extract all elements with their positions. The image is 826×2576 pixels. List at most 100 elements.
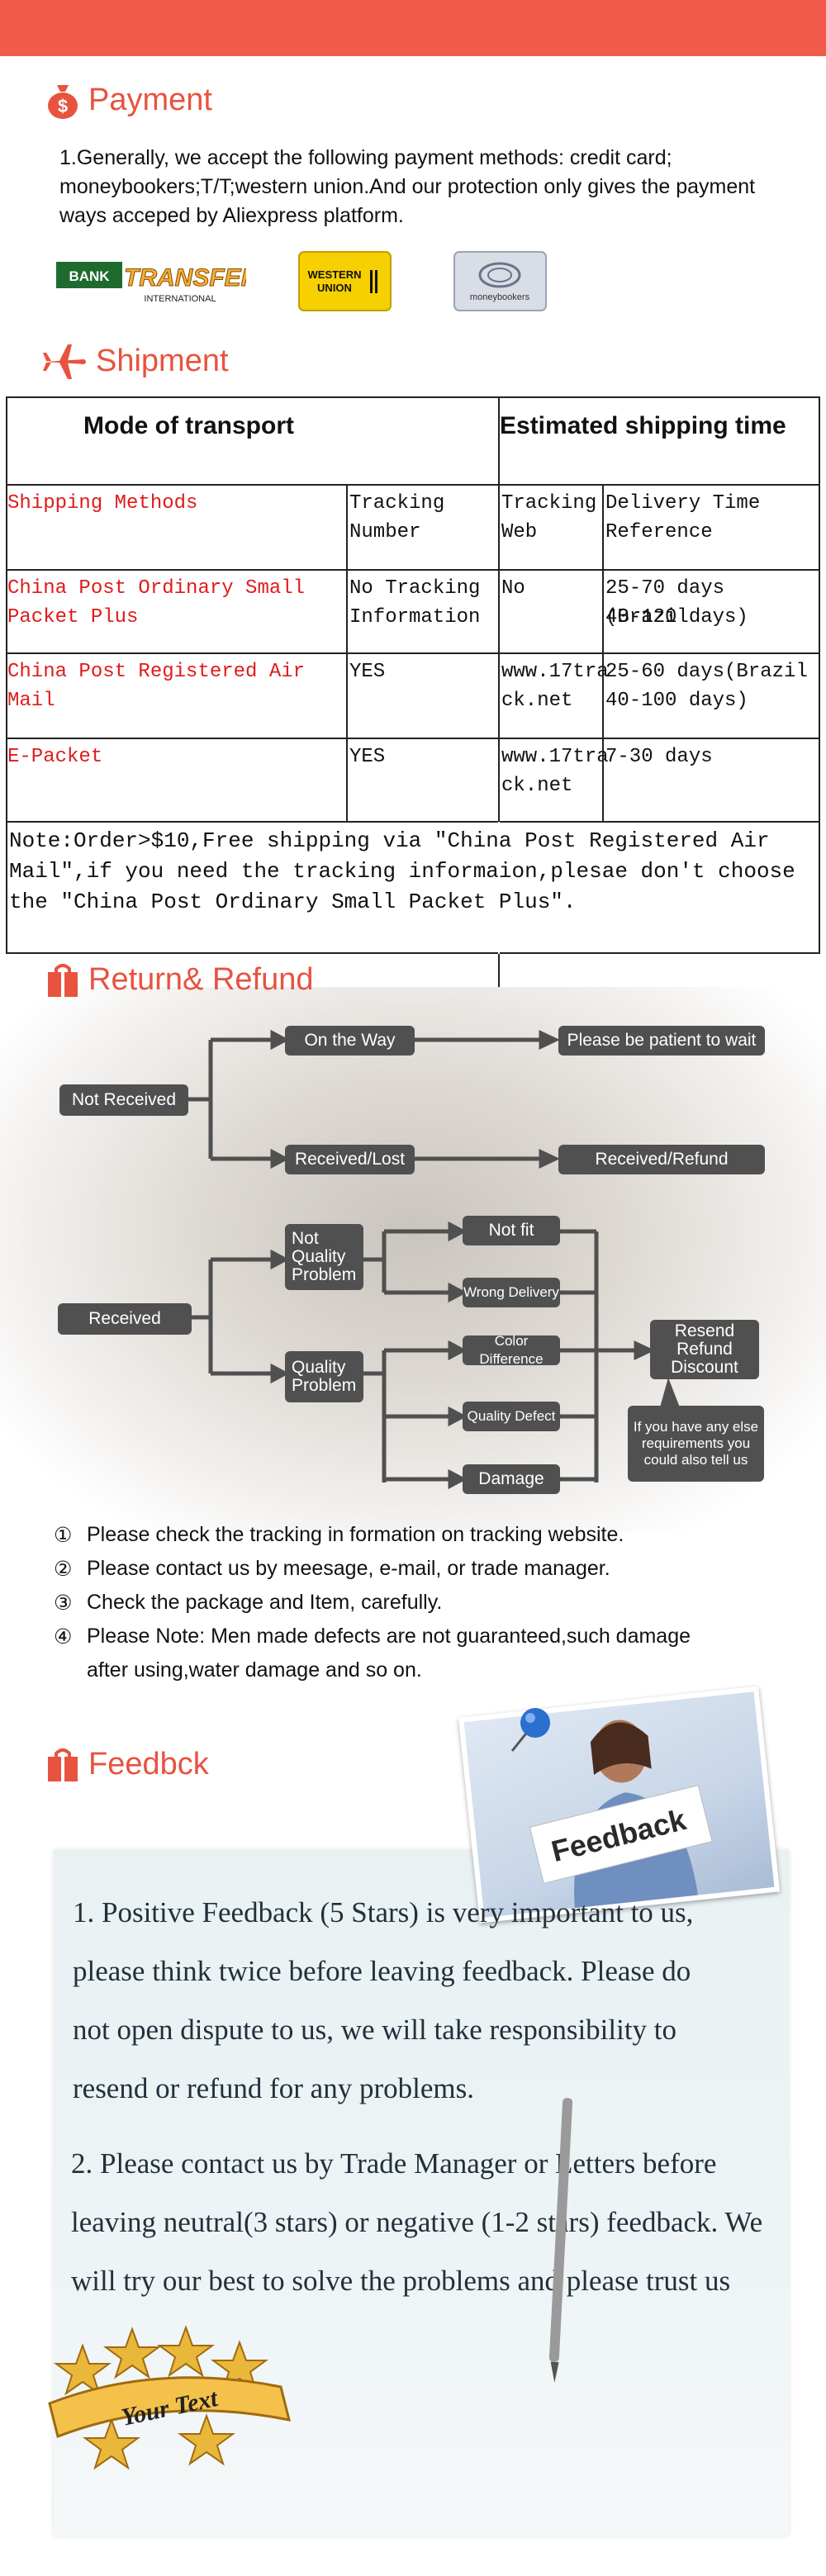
- feedback-line-6: leaving neutral(3 stars) or negative (1-…: [71, 2206, 763, 2238]
- step-2-num: ②: [54, 1557, 73, 1581]
- col-tracking-number-2: Number: [349, 521, 421, 543]
- feedback-photo: Feedback: [458, 1686, 781, 1924]
- speech-pointer: [660, 1378, 680, 1407]
- pushpin-icon: [510, 1708, 550, 1752]
- step-4-cont: after using,water damage and so on.: [54, 1653, 691, 1687]
- on-the-way-box: On the Way: [285, 1026, 415, 1056]
- step-1-num: ①: [54, 1523, 73, 1547]
- be-patient-box: Please be patient to wait: [558, 1026, 765, 1056]
- refund-header: Return& Refund: [45, 962, 314, 998]
- top-banner: [0, 0, 826, 56]
- col-delivery-1: Delivery Time: [605, 492, 761, 515]
- divider: [7, 569, 819, 571]
- shipping-table: Mode of transport Estimated shipping tim…: [6, 396, 820, 1231]
- estimated-time-header: Estimated shipping time: [500, 412, 786, 439]
- refund-title: Return& Refund: [88, 962, 314, 997]
- damage-box: Damage: [463, 1464, 560, 1494]
- payment-title: Payment: [88, 83, 212, 117]
- bank-word: BANK: [69, 268, 110, 284]
- line-mask: [498, 822, 500, 954]
- feedback-title: Feedbck: [88, 1747, 209, 1781]
- payment-header: $ Payment: [45, 83, 212, 119]
- step-4-text2: after using,water damage and so on.: [87, 1658, 422, 1682]
- row2-web-2[interactable]: ck.net: [501, 690, 573, 712]
- western-union-logo: WESTERN UNION: [297, 250, 392, 312]
- feedback-line-1: 1. Positive Feedback (5 Stars) is very i…: [73, 1896, 694, 1928]
- mode-of-transport-header: Mode of transport: [83, 412, 294, 439]
- your-text-badge: Your Text: [48, 2325, 292, 2470]
- resend-line3: Discount: [671, 1358, 738, 1377]
- any-else-line2: requirements you: [641, 1435, 751, 1451]
- shipping-note-2: Mail",if you need the tracking informaio…: [9, 859, 795, 884]
- refund-steps: ① Please check the tracking in formation …: [54, 1518, 691, 1687]
- row2-web-1[interactable]: www.17tra: [501, 661, 609, 683]
- not-quality-line1: Not: [292, 1229, 319, 1248]
- airplane-icon: [41, 344, 88, 379]
- row2-time-2: 40-100 days): [605, 690, 748, 712]
- row1-number-1: No Tracking: [349, 577, 481, 600]
- step-2-text: Please contact us by meesage, e-mail, or…: [87, 1557, 610, 1580]
- svg-text:$: $: [58, 96, 68, 116]
- not-quality-line2: Quality: [292, 1247, 346, 1266]
- received-refund-box: Received/Refund: [558, 1145, 765, 1174]
- any-else-line1: If you have any else: [633, 1419, 759, 1435]
- feedback-header: Feedbck: [45, 1747, 209, 1782]
- transfer-word: TRANSFER: [124, 264, 246, 292]
- step-1-text: Please check the tracking in formation o…: [87, 1523, 624, 1546]
- pen-icon: [548, 2098, 573, 2383]
- row3-method: E-Packet: [7, 746, 103, 768]
- quality-box: Quality Problem: [285, 1351, 363, 1402]
- step-2: ② Please contact us by meesage, e-mail, o…: [54, 1552, 691, 1586]
- quality-line2: Problem: [292, 1376, 357, 1395]
- any-else-box: If you have any else requirements you co…: [628, 1406, 764, 1482]
- quality-defect-box: Quality Defect: [463, 1402, 560, 1431]
- divider: [7, 821, 819, 823]
- moneybookers-logo: moneybookers: [453, 250, 548, 312]
- quality-line1: Quality: [292, 1358, 346, 1377]
- row3-number: YES: [349, 746, 386, 768]
- divider: [7, 484, 819, 486]
- col-tracking-number-1: Tracking: [349, 492, 445, 515]
- shipping-note-3: the "China Post Ordinary Small Packet Pl…: [9, 890, 577, 914]
- row3-web-2[interactable]: ck.net: [501, 775, 573, 797]
- color-difference-box: Color Difference: [463, 1333, 560, 1367]
- not-received-box: Not Received: [59, 1084, 188, 1116]
- row1-method-1: China Post Ordinary Small: [7, 577, 306, 600]
- row1-time-2: 40-120 days): [605, 606, 748, 629]
- not-quality-line3: Problem: [292, 1265, 357, 1284]
- shipment-header: Shipment: [41, 344, 229, 379]
- resend-box: Resend Refund Discount: [650, 1320, 759, 1379]
- international-word: INTERNATIONAL: [144, 294, 216, 304]
- divider: [498, 398, 500, 1231]
- col-delivery-2: Reference: [605, 521, 713, 543]
- shopping-bag-icon: [45, 1748, 80, 1782]
- col-tracking-web-1: Tracking: [501, 492, 597, 515]
- divider: [7, 652, 819, 654]
- step-3-num: ③: [54, 1591, 73, 1615]
- wu-line1: WESTERN: [308, 268, 362, 281]
- shopping-bag-icon: [45, 963, 80, 998]
- shipping-note-1: Note:Order>$10,Free shipping via "China …: [9, 828, 770, 853]
- resend-line1: Resend: [674, 1321, 735, 1340]
- row1-method-2: Packet Plus: [7, 606, 139, 629]
- feedback-line-4: resend or refund for any problems.: [73, 2072, 474, 2104]
- payment-description: 1.Generally, we accept the following pay…: [59, 146, 756, 227]
- flow-connectors: [188, 1029, 655, 1490]
- feedback-line-2: please think twice before leaving feedba…: [73, 1955, 691, 1987]
- not-quality-box: Not Quality Problem: [285, 1224, 363, 1290]
- step-4-num: ④: [54, 1625, 73, 1649]
- divider: [7, 738, 819, 739]
- row2-number: YES: [349, 661, 386, 683]
- money-bag-icon: $: [45, 83, 80, 119]
- step-1: ① Please check the tracking in formation …: [54, 1518, 691, 1552]
- feedback-line-3: not open dispute to us, we will take res…: [73, 2014, 677, 2046]
- row3-web-1[interactable]: www.17tra: [501, 746, 609, 768]
- row2-time-1: 25-60 days(Brazil: [605, 661, 808, 683]
- feedback-line-7: will try our best to solve the problems …: [71, 2265, 731, 2297]
- mb-label: moneybookers: [470, 292, 530, 302]
- shipment-title: Shipment: [96, 344, 229, 378]
- feedback-card: [54, 1850, 789, 2536]
- row1-web: No: [501, 577, 525, 600]
